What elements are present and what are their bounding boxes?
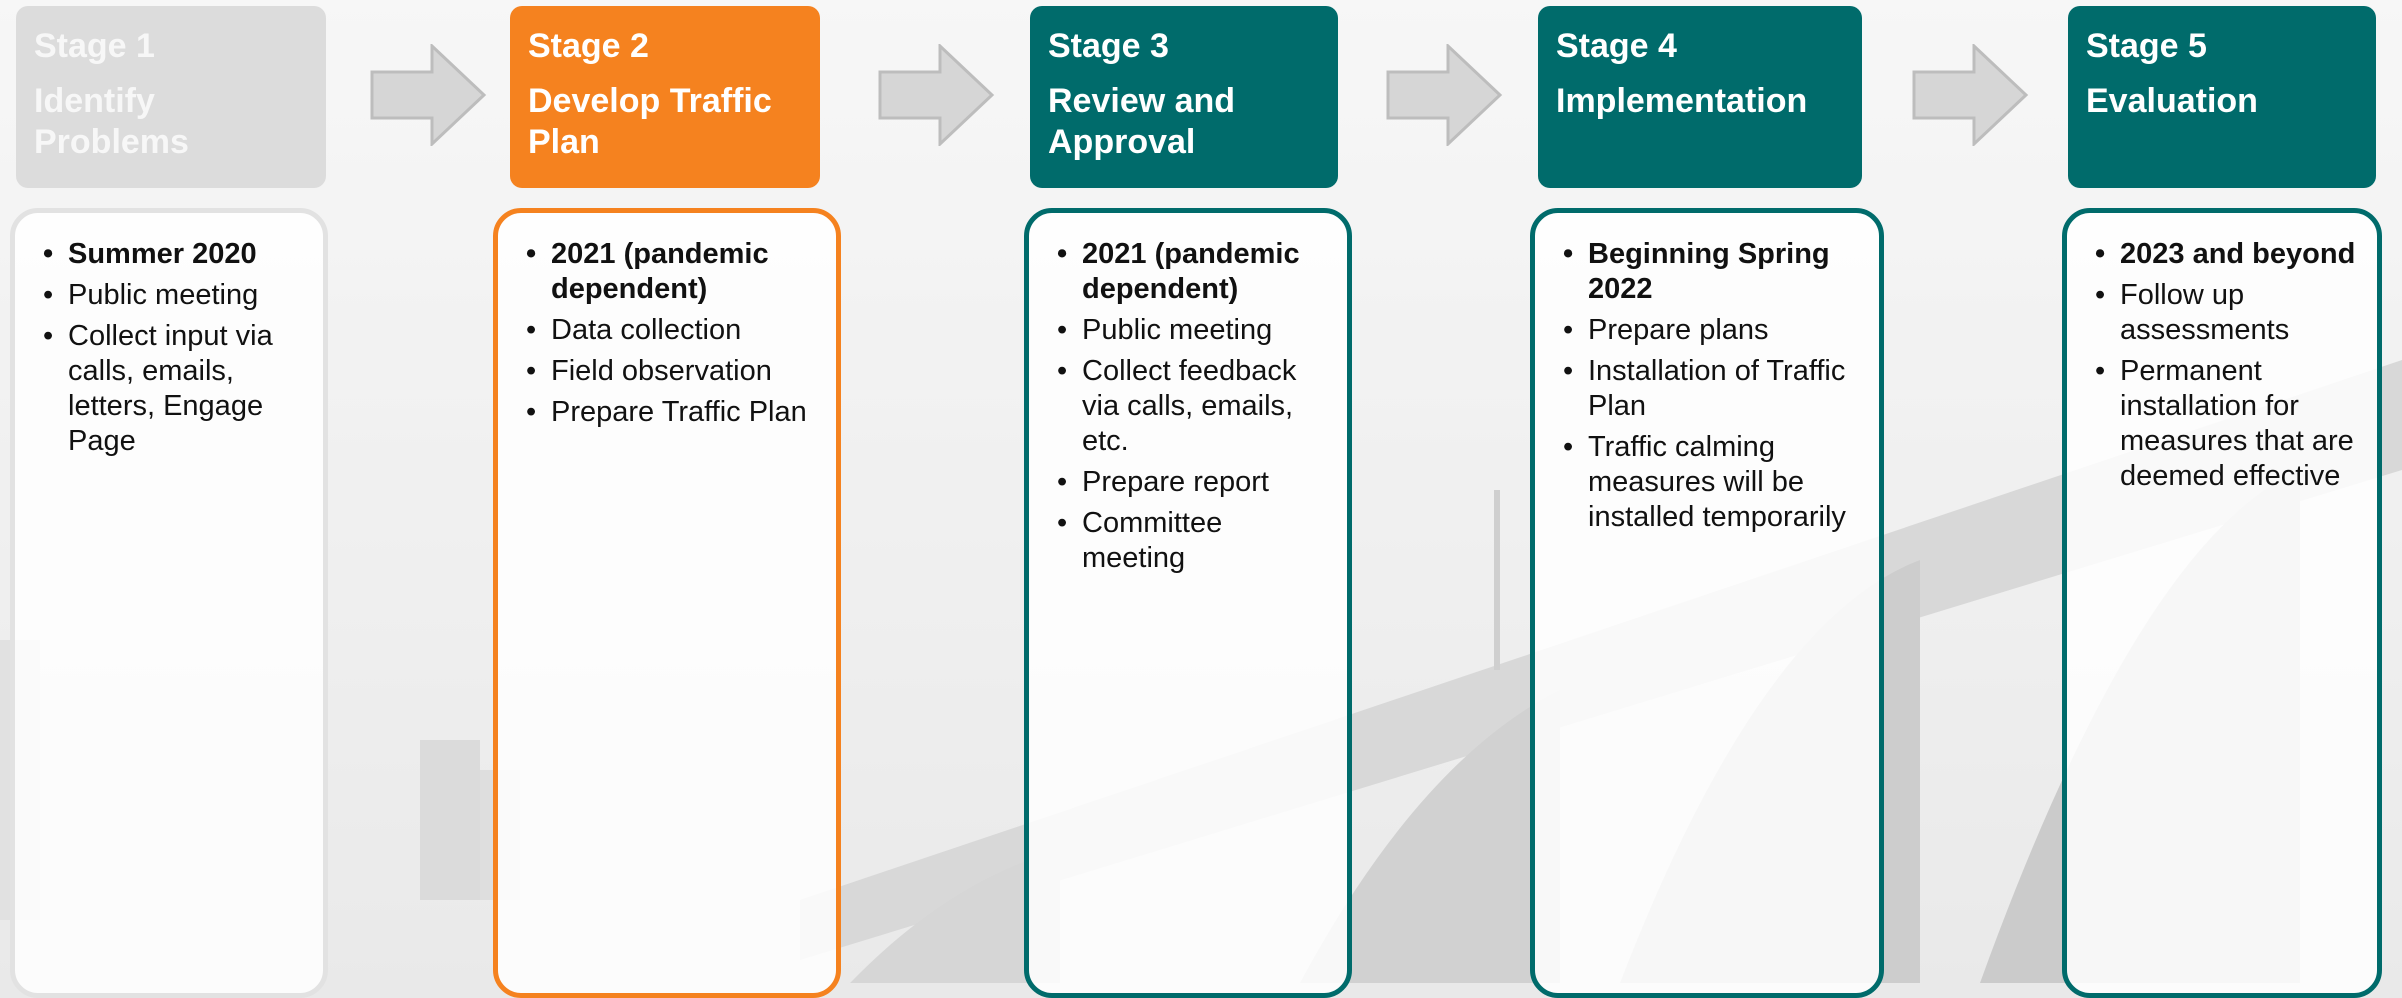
stage-2-list: 2021 (pandemic dependent) Data collectio… [526,237,818,430]
list-item: Installation of Traffic Plan [1563,354,1861,424]
stage-5-number: Stage 5 [2086,27,2207,65]
right-arrow-icon [1386,44,1503,146]
list-item: Collect feedback via calls, emails, etc. [1057,354,1329,459]
stage-4-timeline: Beginning Spring 2022 [1563,237,1861,307]
list-item: Follow up assessments [2095,278,2359,348]
right-arrow-icon [1912,44,2029,146]
stage-5-title: Evaluation [2086,82,2258,120]
stage-4-list: Beginning Spring 2022 Prepare plans Inst… [1563,237,1861,535]
list-item: Public meeting [43,278,305,313]
list-item: Prepare Traffic Plan [526,395,818,430]
list-item: Committee meeting [1057,506,1329,576]
stage-3-title: Review and Approval [1048,82,1236,161]
list-item: Field observation [526,354,818,389]
stage-4-details-box: Beginning Spring 2022 Prepare plans Inst… [1530,208,1884,998]
stage-5-list: 2023 and beyond Follow up assessments Pe… [2095,237,2359,494]
stage-4-header: Stage 4 Implementation [1538,6,1862,188]
stage-4-number: Stage 4 [1556,27,1677,65]
stage-1-title: Identify Problems [34,82,189,161]
stage-2-timeline: 2021 (pandemic dependent) [526,237,818,307]
list-item: Prepare plans [1563,313,1861,348]
stage-5-details-box: 2023 and beyond Follow up assessments Pe… [2062,208,2382,998]
list-item: Permanent installation for measures that… [2095,354,2359,494]
right-arrow-icon [370,44,487,146]
stage-5-header: Stage 5 Evaluation [2068,6,2376,188]
list-item: Prepare report [1057,465,1329,500]
stage-1-header: Stage 1 Identify Problems [16,6,326,188]
stage-1-details-box: Summer 2020 Public meeting Collect input… [10,208,328,998]
stage-5-timeline: 2023 and beyond [2095,237,2359,272]
stage-1-list: Summer 2020 Public meeting Collect input… [43,237,305,459]
list-item: Collect input via calls, emails, letters… [43,319,305,459]
stage-3-header: Stage 3 Review and Approval [1030,6,1338,188]
stage-2-details-box: 2021 (pandemic dependent) Data collectio… [493,208,841,998]
stage-3-timeline: 2021 (pandemic dependent) [1057,237,1329,307]
stage-2-number: Stage 2 [528,27,649,65]
list-item: Traffic calming measures will be install… [1563,430,1861,535]
stage-3-number: Stage 3 [1048,27,1169,65]
stage-3-details-box: 2021 (pandemic dependent) Public meeting… [1024,208,1352,998]
stage-4-title: Implementation [1556,82,1808,120]
stage-2-header: Stage 2 Develop Traffic Plan [510,6,820,188]
list-item: Public meeting [1057,313,1329,348]
stage-1-timeline: Summer 2020 [43,237,305,272]
right-arrow-icon [878,44,995,146]
stage-3-list: 2021 (pandemic dependent) Public meeting… [1057,237,1329,576]
list-item: Data collection [526,313,818,348]
stage-2-title: Develop Traffic Plan [528,82,772,161]
stage-1-number: Stage 1 [34,27,155,65]
